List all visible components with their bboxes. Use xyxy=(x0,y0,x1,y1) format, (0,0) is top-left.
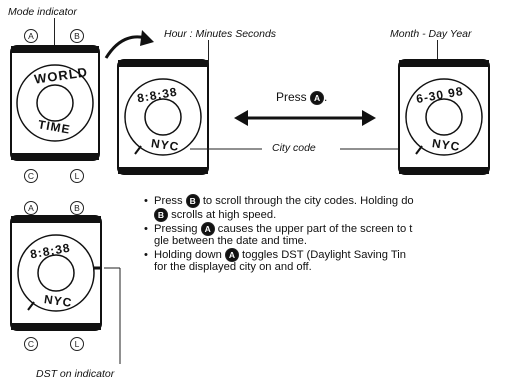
button-c-label-1: C xyxy=(24,166,38,184)
button-b-label-4: B xyxy=(70,198,84,216)
button-b-label-1: B xyxy=(70,26,84,44)
mode-indicator-label: Mode indicator xyxy=(8,6,77,18)
instruction-list: •Press B to scroll through the city code… xyxy=(144,194,508,273)
button-a-label-4: A xyxy=(24,198,38,216)
button-a-filled-icon: A xyxy=(310,91,325,105)
button-l-label-4: L xyxy=(70,334,84,352)
month-day-year-label: Month - Day Year xyxy=(390,28,472,40)
city-code-label: City code xyxy=(272,142,316,154)
hour-minutes-seconds-label: Hour : Minutes Seconds xyxy=(164,28,277,40)
instruction-item-3: •Holding down A toggles DST (Daylight Sa… xyxy=(144,247,406,273)
watch-world-time: WORLD TIME xyxy=(10,44,100,162)
button-c-label-4: C xyxy=(24,334,38,352)
button-a-filled-icon-2: A xyxy=(200,222,215,236)
button-b-filled-icon: B xyxy=(185,194,200,208)
press-a-instruction: Press A. xyxy=(276,90,328,105)
instruction-item-1: •Press B to scroll through the city code… xyxy=(144,194,414,222)
watch-dst-display: 8:8:38 NYC xyxy=(10,214,102,332)
watch-time-display: 8:8:38 NYC xyxy=(117,58,209,176)
watch-date-display: 6-30 98 NYC xyxy=(398,58,490,176)
button-a-label-1: A xyxy=(24,26,38,44)
dst-on-indicator-label: DST on indicator xyxy=(36,368,115,380)
mode-transition-arrow-icon xyxy=(104,30,154,59)
instruction-item-2: •Pressing A causes the upper part of the… xyxy=(144,222,413,247)
button-l-label-1: L xyxy=(70,166,84,184)
hour-leader-line xyxy=(208,40,209,80)
button-b-filled-icon-2: B xyxy=(154,208,168,222)
button-a-filled-icon-3: A xyxy=(224,247,239,262)
mode-indicator-leader-line xyxy=(54,18,55,68)
double-arrow-icon xyxy=(234,110,376,126)
